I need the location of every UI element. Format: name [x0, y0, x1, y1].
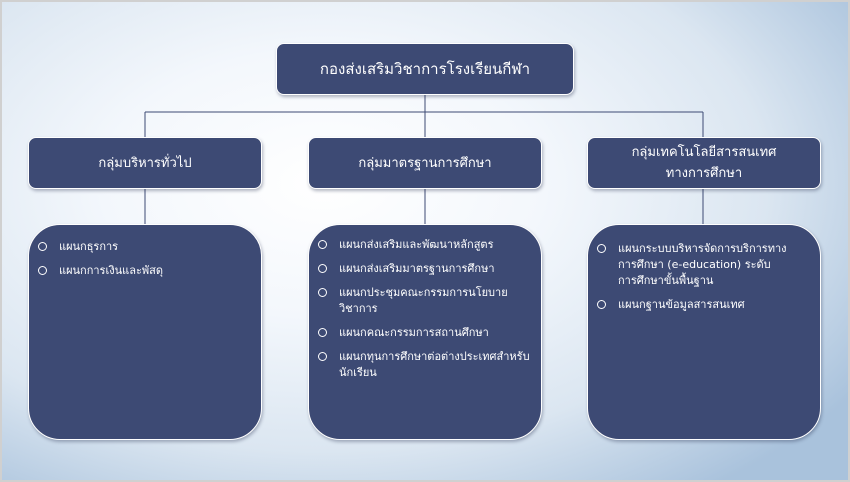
bullet-icon — [318, 288, 327, 297]
list-item: แผนกประชุมคณะกรรมการนโยบาย วิชาการ — [309, 285, 533, 317]
list-item: แผนกส่งเสริมมาตรฐานการศึกษา — [309, 261, 533, 277]
list-education-it: แผนกระบบบริหารจัดการบริการทาง การศึกษา (… — [587, 224, 821, 440]
bullet-icon — [38, 242, 47, 251]
list-item: แผนกทุนการศึกษาต่อต่างประเทศสำหรับ นักเร… — [309, 349, 533, 381]
bullet-icon — [597, 300, 606, 309]
list-item: แผนกคณะกรรมการสถานศึกษา — [309, 325, 533, 341]
list-education-standards: แผนกส่งเสริมและพัฒนาหลักสูตร แผนกส่งเสริ… — [308, 224, 542, 440]
bullet-icon — [597, 244, 606, 253]
list-item: แผนกฐานข้อมูลสารสนเทศ — [588, 297, 812, 313]
bullet-icon — [38, 266, 47, 275]
group-node-education-standards: กลุ่มมาตรฐานการศึกษา — [308, 137, 542, 189]
group-node-general-admin: กลุ่มบริหารทั่วไป — [28, 137, 262, 189]
group-label: กลุ่มเทคโนโลยีสารสนเทศ ทางการศึกษา — [631, 145, 777, 181]
bullet-icon — [318, 264, 327, 273]
group-label: กลุ่มบริหารทั่วไป — [98, 155, 192, 171]
bullet-icon — [318, 328, 327, 337]
list-item: แผนกธุรการ — [29, 239, 251, 255]
list-item: แผนกการเงินและพัสดุ — [29, 263, 251, 279]
list-item: แผนกส่งเสริมและพัฒนาหลักสูตร — [309, 237, 533, 253]
list-item: แผนกระบบบริหารจัดการบริการทาง การศึกษา (… — [588, 241, 812, 289]
root-node: กองส่งเสริมวิชาการโรงเรียนกีฬา — [276, 43, 574, 95]
bullet-icon — [318, 240, 327, 249]
root-title: กองส่งเสริมวิชาการโรงเรียนกีฬา — [319, 60, 531, 78]
list-general-admin: แผนกธุรการ แผนกการเงินและพัสดุ — [28, 224, 262, 440]
group-node-education-it: กลุ่มเทคโนโลยีสารสนเทศ ทางการศึกษา — [587, 137, 821, 189]
bullet-icon — [318, 352, 327, 361]
group-label: กลุ่มมาตรฐานการศึกษา — [358, 155, 492, 171]
